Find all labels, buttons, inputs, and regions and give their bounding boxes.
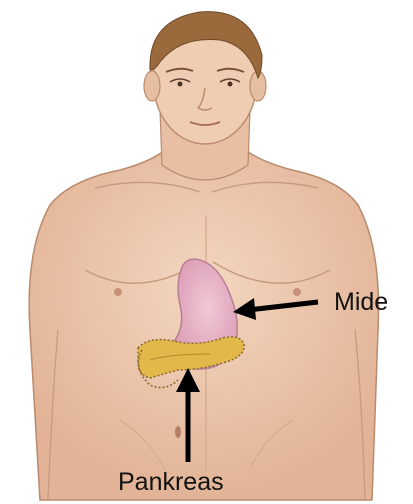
right-nipple <box>293 288 301 296</box>
navel <box>175 426 181 438</box>
stomach-label: Mide <box>334 290 388 315</box>
pancreas-label: Pankreas <box>118 470 224 495</box>
left-nipple <box>114 288 122 296</box>
